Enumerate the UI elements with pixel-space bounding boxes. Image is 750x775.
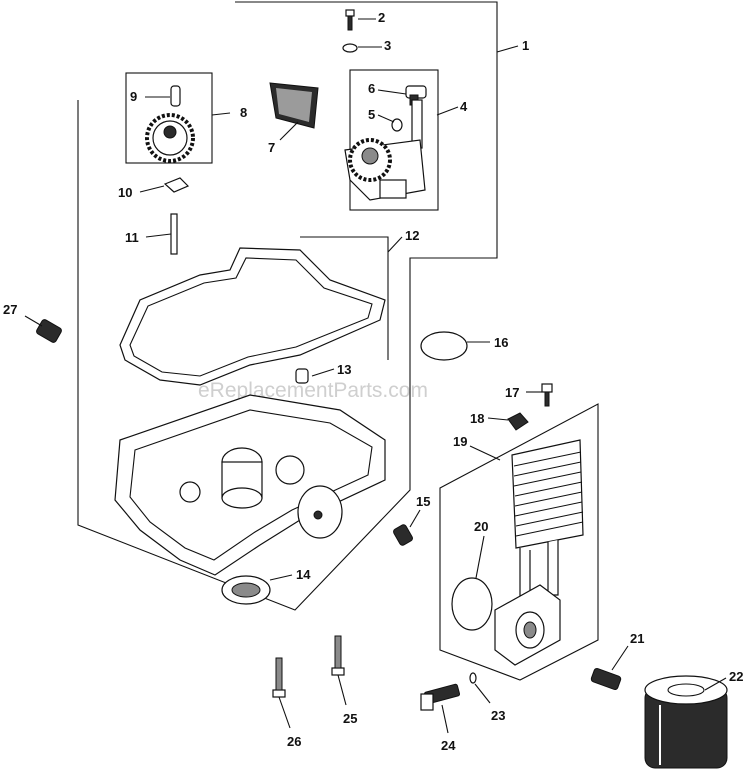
part-3-washer[interactable] xyxy=(342,43,358,53)
part-18-clip[interactable] xyxy=(507,412,529,431)
callout-21[interactable]: 21 xyxy=(630,631,644,646)
callout-3[interactable]: 3 xyxy=(384,38,391,53)
part-26-bolt[interactable] xyxy=(272,657,286,698)
callout-1[interactable]: 1 xyxy=(522,38,529,53)
watermark: eReplacementParts.com xyxy=(198,379,428,402)
callout-8[interactable]: 8 xyxy=(240,105,247,120)
callout-26[interactable]: 26 xyxy=(287,734,301,749)
part-12-gasket[interactable] xyxy=(119,247,386,386)
part-2-bolt[interactable] xyxy=(345,9,355,31)
assembly-1-boundary xyxy=(77,1,498,611)
callout-16[interactable]: 16 xyxy=(494,335,508,350)
part-7-bearing[interactable] xyxy=(269,82,319,129)
part-27-plug[interactable] xyxy=(35,319,62,344)
callout-2[interactable]: 2 xyxy=(378,10,385,25)
callout-labels: 2 3 1 4 5 6 7 8 9 10 11 12 13 14 15 16 1… xyxy=(3,10,743,753)
item-4-box xyxy=(349,69,439,211)
callout-27[interactable]: 27 xyxy=(3,302,17,317)
cooler-group-boundary xyxy=(439,403,599,681)
callout-19[interactable]: 19 xyxy=(453,434,467,449)
part-9-pin[interactable] xyxy=(170,85,181,107)
callout-15[interactable]: 15 xyxy=(416,494,430,509)
item-8-box xyxy=(125,72,213,164)
callout-24[interactable]: 24 xyxy=(441,738,456,753)
part-23-washer[interactable] xyxy=(469,672,477,684)
gasket-12-bracket xyxy=(300,236,389,360)
part-22-oil-filter[interactable] xyxy=(644,675,728,769)
part-19-oil-cooler[interactable] xyxy=(494,439,584,666)
callout-10[interactable]: 10 xyxy=(118,185,132,200)
callout-20[interactable]: 20 xyxy=(474,519,488,534)
callout-7[interactable]: 7 xyxy=(268,140,275,155)
callout-13[interactable]: 13 xyxy=(337,362,351,377)
callout-23[interactable]: 23 xyxy=(491,708,505,723)
callout-18[interactable]: 18 xyxy=(470,411,484,426)
part-15-fitting[interactable] xyxy=(392,524,413,547)
part-21-nipple[interactable] xyxy=(590,667,622,691)
part-13-sleeve[interactable] xyxy=(295,368,309,384)
callout-4[interactable]: 4 xyxy=(460,99,468,114)
callout-22[interactable]: 22 xyxy=(729,669,743,684)
callout-14[interactable]: 14 xyxy=(296,567,311,582)
part-14-oil-seal[interactable] xyxy=(221,575,271,605)
part-20-o-ring[interactable] xyxy=(451,577,493,631)
crankcase-cover[interactable] xyxy=(114,394,386,576)
part-16-o-ring[interactable] xyxy=(420,331,468,361)
part-24-sender[interactable] xyxy=(420,683,461,711)
callout-9[interactable]: 9 xyxy=(130,89,137,104)
callout-11[interactable]: 11 xyxy=(125,230,139,245)
leader-lines xyxy=(24,18,727,734)
callout-17[interactable]: 17 xyxy=(505,385,519,400)
part-25-bolt[interactable] xyxy=(331,635,345,676)
callout-12[interactable]: 12 xyxy=(405,228,419,243)
part-4-oil-pump[interactable] xyxy=(344,99,426,201)
part-8-gear[interactable] xyxy=(145,113,195,163)
part-17-screw[interactable] xyxy=(541,383,553,407)
part-11-dowel[interactable] xyxy=(170,213,178,255)
callout-25[interactable]: 25 xyxy=(343,711,357,726)
part-5-o-ring[interactable] xyxy=(391,118,403,132)
callout-6[interactable]: 6 xyxy=(368,81,375,96)
part-10-washer[interactable] xyxy=(163,177,190,193)
callout-5[interactable]: 5 xyxy=(368,107,375,122)
